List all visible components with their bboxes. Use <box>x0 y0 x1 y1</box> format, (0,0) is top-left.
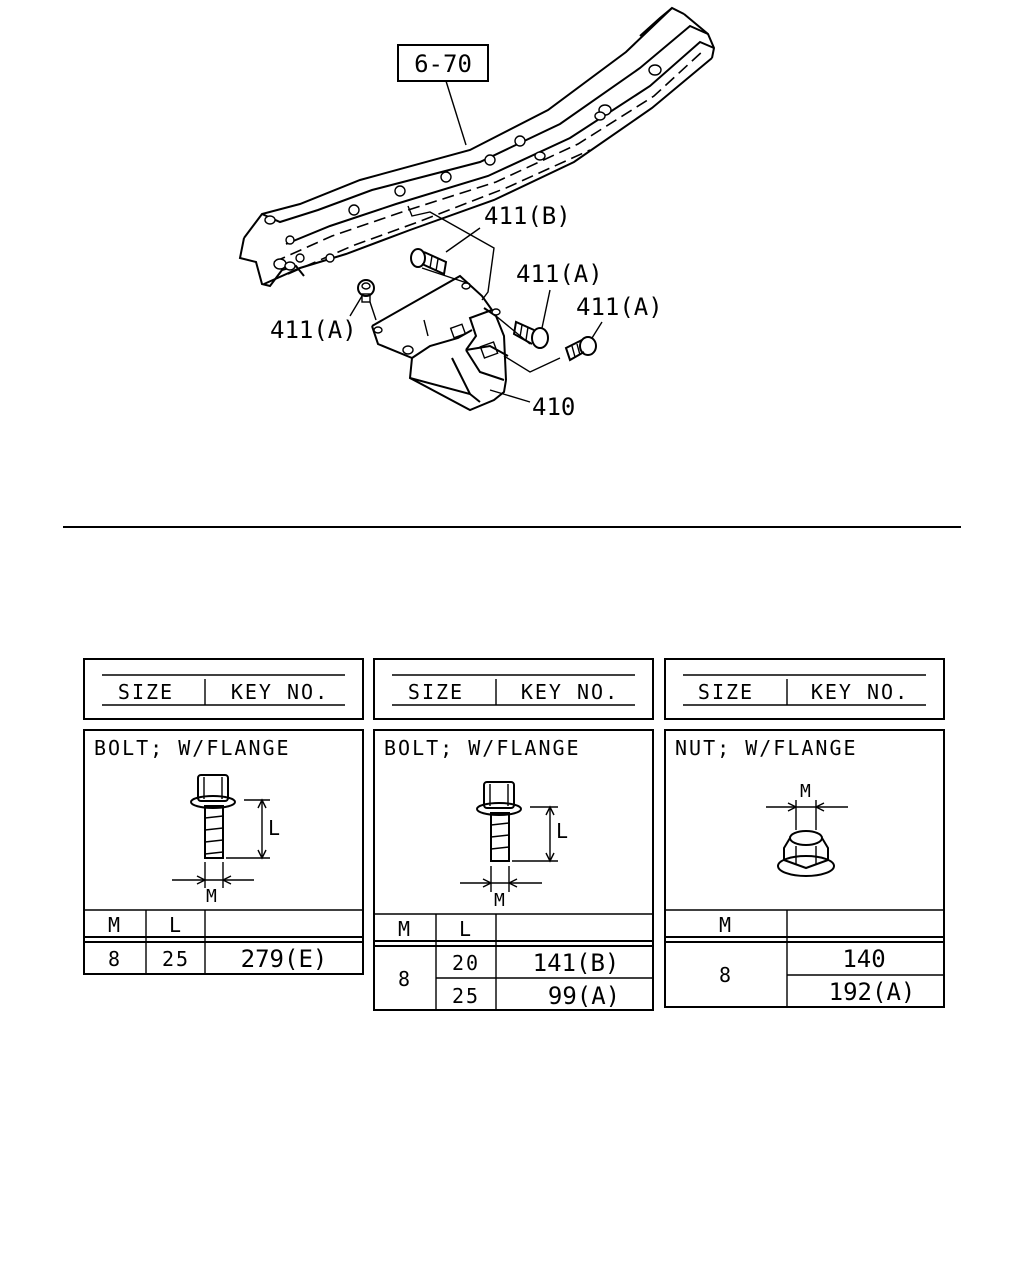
cell-l: 20 <box>452 951 480 975</box>
frame-rail-drawing <box>238 6 716 288</box>
key-no-header: KEY NO. <box>811 680 909 704</box>
part-title: BOLT; W/FLANGE <box>94 736 291 760</box>
col-m-header: M <box>108 913 122 937</box>
col-m-header: M <box>398 917 412 941</box>
label-411b: 411(B) <box>484 202 571 230</box>
fastener-table-1: SIZE KEY NO. BOLT; W/FLANGE L <box>83 658 364 975</box>
cell-l: 25 <box>452 984 480 1008</box>
reference-label: 6-70 <box>414 50 472 78</box>
flange-bolt-icon <box>172 774 270 888</box>
cell-key-no: 192(A) <box>829 978 916 1006</box>
bolt-411b-icon <box>410 248 448 276</box>
col-l-header: L <box>459 917 473 941</box>
dim-l-label: L <box>556 819 570 843</box>
dim-l-label: L <box>268 816 282 840</box>
size-header: SIZE <box>408 680 464 704</box>
cell-m: 8 <box>398 967 412 991</box>
label-410: 410 <box>532 393 575 421</box>
cell-key-no: 279(E) <box>241 945 328 973</box>
cell-m: 8 <box>108 947 122 971</box>
key-no-header: KEY NO. <box>231 680 329 704</box>
label-411a-top: 411(A) <box>516 260 603 288</box>
cell-l: 25 <box>162 947 190 971</box>
key-no-header: KEY NO. <box>521 680 619 704</box>
col-m-header: M <box>719 913 733 937</box>
size-header: SIZE <box>698 680 754 704</box>
label-411a-right: 411(A) <box>576 293 663 321</box>
fastener-table-2: SIZE KEY NO. BOLT; W/FLANGE L M <box>373 658 654 1011</box>
dim-m-label: M <box>800 781 811 802</box>
flange-bolt-icon <box>460 781 558 892</box>
bracket-410-drawing <box>369 205 561 412</box>
cell-key-no: 140 <box>842 945 885 973</box>
col-l-header: L <box>169 913 183 937</box>
cell-key-no: 99(A) <box>548 982 620 1010</box>
cell-m: 8 <box>719 963 733 987</box>
bolt-411a-top-icon <box>512 320 549 349</box>
fastener-table-3: SIZE KEY NO. NUT; W/FLANGE M M 8 140 192… <box>664 658 945 1008</box>
label-411a-left: 411(A) <box>270 316 357 344</box>
part-title: BOLT; W/FLANGE <box>384 736 581 760</box>
dim-m-label: M <box>494 890 505 911</box>
dim-m-label: M <box>206 886 217 907</box>
size-header: SIZE <box>118 680 174 704</box>
bolt-411a-right-icon <box>564 336 597 362</box>
nut-411a-left-icon <box>357 279 375 303</box>
reference-box: 6-70 <box>397 44 489 146</box>
part-title: NUT; W/FLANGE <box>675 736 858 760</box>
cell-key-no: 141(B) <box>533 949 620 977</box>
flange-nut-icon <box>766 800 848 877</box>
